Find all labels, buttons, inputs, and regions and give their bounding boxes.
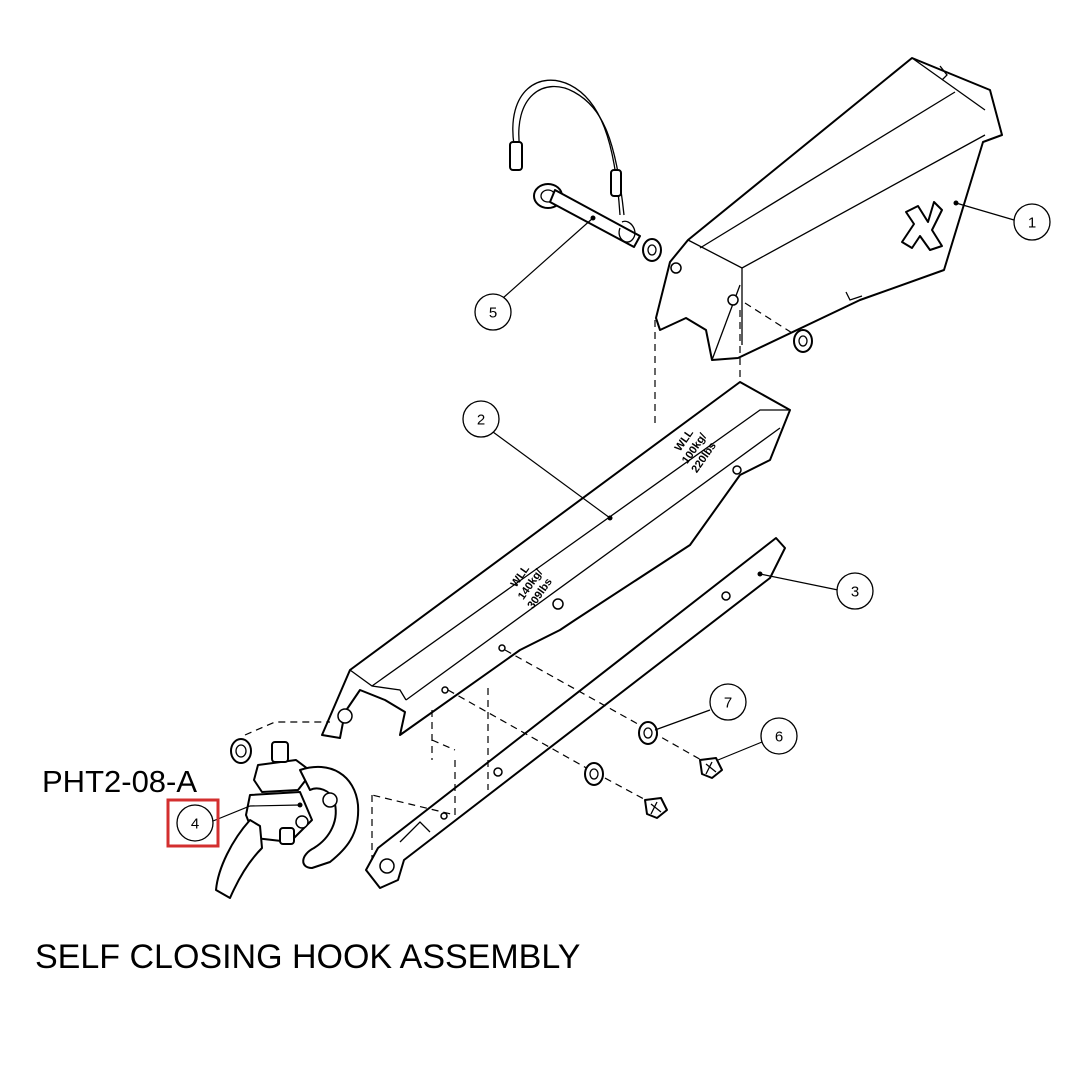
- callout-6-label: 6: [775, 729, 783, 746]
- callout-7: 7: [709, 683, 747, 721]
- callout-4-highlight-box: [166, 798, 220, 848]
- callout-2: 2: [462, 400, 500, 438]
- leader-2: [492, 431, 611, 519]
- part-6-screws: [644, 757, 723, 819]
- callout-4-label: 4: [191, 816, 199, 833]
- callout-7-label: 7: [724, 695, 732, 712]
- washer-top: [793, 329, 813, 353]
- alignment-line-washer-top: [744, 302, 801, 339]
- leader-1: [955, 202, 1015, 221]
- part-7-washers: [584, 721, 658, 786]
- callout-4: 4: [166, 798, 220, 848]
- callout-1: 1: [1013, 203, 1051, 241]
- part-2-main-arm: WLL 100kg/ 220lbs WLL 140kg/ 309lbs: [321, 381, 791, 739]
- part-3-side-plate: [365, 537, 786, 889]
- callout-3: 3: [836, 572, 874, 610]
- part-number-label: PHT2-08-A: [42, 764, 198, 799]
- alignment-line-hook: [244, 721, 330, 736]
- brand-logo: [901, 201, 943, 251]
- callout-1-label: 1: [1028, 215, 1036, 232]
- leader-5: [502, 217, 594, 299]
- part-4-self-closing-hook: [215, 738, 360, 899]
- leader-lines: [212, 202, 1015, 822]
- leader-6: [717, 741, 763, 761]
- callout-5: 5: [474, 293, 512, 331]
- part-5-pin-lanyard: [509, 79, 662, 262]
- leader-7: [654, 709, 711, 731]
- assembly-title: SELF CLOSING HOOK ASSEMBLY: [35, 938, 581, 976]
- leader-3: [759, 573, 839, 591]
- alignment-line-1-2: [654, 310, 741, 425]
- callout-2-label: 2: [477, 412, 485, 429]
- callout-3-label: 3: [851, 584, 859, 601]
- callout-6: 6: [760, 717, 798, 755]
- leader-4: [212, 804, 301, 822]
- part-1-top-bracket: [655, 57, 1003, 361]
- callout-5-label: 5: [489, 305, 497, 322]
